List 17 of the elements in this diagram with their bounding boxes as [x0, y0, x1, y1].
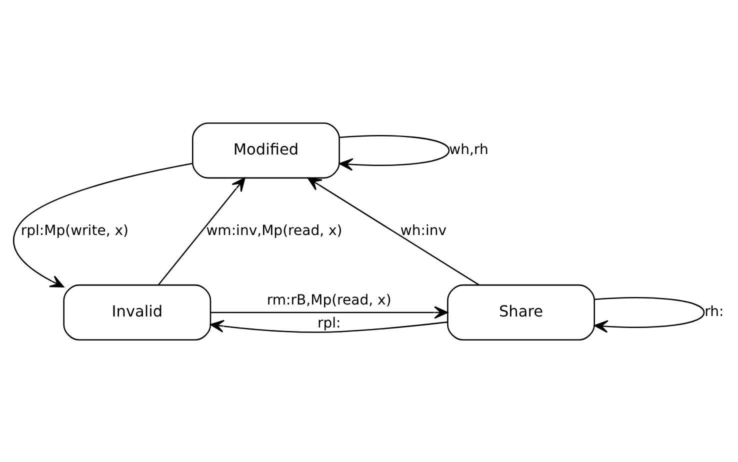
arrow	[210, 319, 448, 332]
node-box: Modified	[192, 122, 340, 178]
edge-label: wm:inv,Mp(read, x)	[206, 222, 342, 239]
edge-label: rpl:Mp(write, x)	[20, 222, 129, 239]
arrow	[594, 296, 705, 332]
arrow	[210, 306, 448, 318]
edge-label: rh:	[704, 304, 724, 320]
arrow	[158, 176, 246, 285]
edge-label: rm:rB,Mp(read, x)	[266, 292, 392, 308]
node-box: Invalid	[63, 284, 212, 340]
edge-label: wh:inv	[400, 222, 447, 239]
edge-label: rpl:	[317, 315, 341, 332]
node-box: Share	[447, 284, 595, 340]
arrow	[307, 176, 480, 285]
arrow	[339, 134, 450, 170]
arrow	[13, 162, 192, 287]
edge-label: wh,rh	[449, 142, 488, 158]
